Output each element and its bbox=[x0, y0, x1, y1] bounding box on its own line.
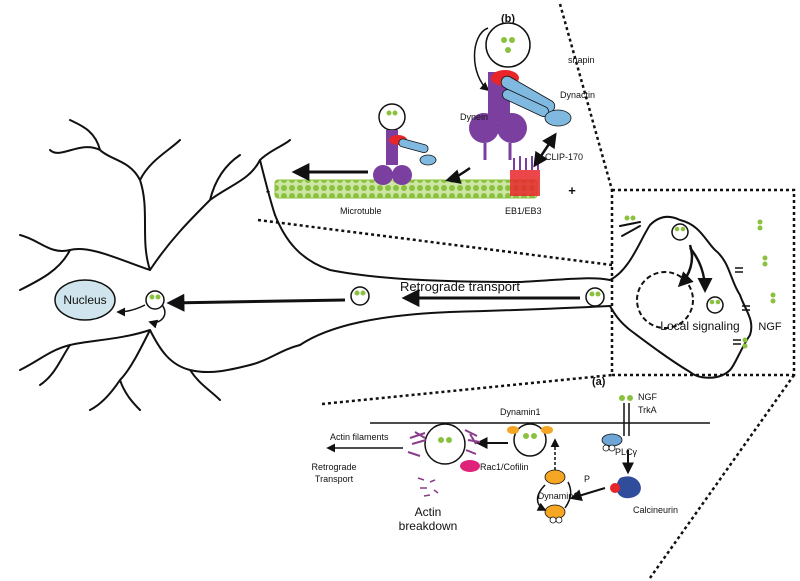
signaling-endosome-axon-1 bbox=[585, 287, 605, 307]
endocytic-vesicle-membrane bbox=[507, 423, 553, 457]
dynein-motor-small bbox=[373, 103, 437, 185]
zoom-connectors bbox=[257, 3, 796, 579]
calcineurin bbox=[610, 476, 641, 499]
neuron-outline bbox=[19, 119, 753, 411]
dynein-to-mt-arrow bbox=[445, 166, 471, 184]
ngf-terminal-label: NGF bbox=[758, 321, 782, 333]
retrograde-label-1: Retrograde bbox=[311, 462, 356, 472]
local-signaling-region bbox=[636, 271, 694, 329]
retrograde-arrow-left bbox=[166, 293, 346, 312]
local-signaling-label: Local signaling bbox=[660, 319, 739, 333]
actin-breakdown-label-1: Actin bbox=[415, 505, 442, 519]
nucleus-shape bbox=[54, 279, 116, 321]
plc-gamma-label: PLCγ bbox=[615, 447, 638, 457]
dynein-dynactin-large bbox=[469, 22, 572, 160]
minus-end-label: - bbox=[266, 183, 270, 198]
dynamin1-cycle-label: Dynamin1 bbox=[538, 491, 579, 501]
snapin-label: snapin bbox=[568, 55, 595, 65]
terminal-endosome bbox=[706, 296, 724, 314]
endosome-actin bbox=[407, 423, 481, 472]
dynactin-eb-arrow bbox=[533, 132, 557, 168]
plc-gamma bbox=[601, 433, 623, 452]
dynactin-label: Dynactin bbox=[560, 90, 595, 100]
plus-end-label: + bbox=[568, 183, 576, 198]
calcineurin-label: Calcineurin bbox=[633, 505, 678, 515]
ngf-particles bbox=[624, 215, 776, 349]
retrograde-label-2: Transport bbox=[315, 474, 354, 484]
phospho-label: P bbox=[584, 474, 590, 484]
trka-receptor bbox=[619, 395, 633, 436]
dynein-label: Dynein bbox=[460, 112, 488, 122]
actin-filaments-label: Actin filaments bbox=[330, 432, 389, 442]
retrograde-transport-label: Retrograde transport bbox=[400, 279, 520, 294]
ngf-membrane-label: NGF bbox=[638, 392, 658, 402]
actin-debris bbox=[417, 477, 439, 497]
trka-receptors-terminal bbox=[733, 267, 750, 345]
panel-b-label: (b) bbox=[501, 13, 515, 25]
terminal-zoom-box bbox=[610, 188, 796, 377]
signaling-endosome-soma bbox=[116, 290, 166, 329]
microtubule-label: Microtuble bbox=[340, 206, 382, 216]
clip170-label: CLIP-170 bbox=[545, 152, 583, 162]
terminal-endosome-top bbox=[671, 223, 689, 241]
panel-a-label: (a) bbox=[592, 376, 606, 388]
signaling-endosome-axon-2 bbox=[350, 286, 370, 306]
dynamin1-cycle bbox=[536, 438, 606, 524]
eb1-eb3-clip170-complex bbox=[510, 156, 540, 196]
trka-label: TrkA bbox=[638, 405, 657, 415]
dynamin1-top-label: Dynamin1 bbox=[500, 407, 541, 417]
rac1-cofilin-label: Rac1/Cofilin bbox=[480, 462, 529, 472]
nucleus-label: Nucleus bbox=[63, 293, 106, 307]
actin-breakdown-label-2: breakdown bbox=[399, 519, 458, 533]
eb1-eb3-label: EB1/EB3 bbox=[505, 206, 542, 216]
